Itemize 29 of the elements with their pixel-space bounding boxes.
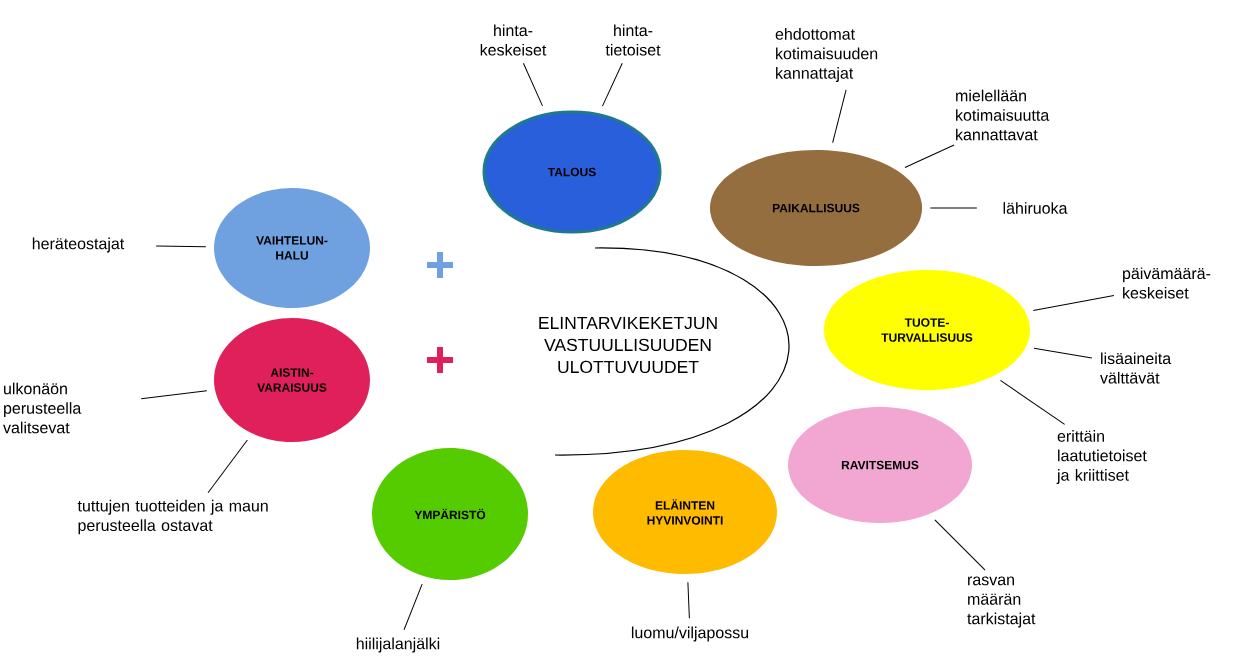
leader-line: [904, 144, 955, 168]
leader-line: [1032, 295, 1115, 311]
group-label: heräteostajat: [32, 237, 125, 253]
group-label: hinta- keskeiset: [480, 24, 547, 56]
leader-line: [522, 62, 543, 107]
leader-line: [207, 439, 248, 494]
leader-line: [934, 519, 986, 571]
leader-line: [155, 245, 207, 248]
group-label: lisäaineita välttävät: [1100, 352, 1172, 384]
group-label: päivämäärä- keskeiset: [1123, 267, 1211, 299]
group-label: hinta- tietoiset: [605, 24, 661, 56]
group-label: tuttujen tuotteiden ja maun perusteella ostavat: [77, 499, 268, 535]
leader-line: [999, 379, 1066, 425]
group-label: ehdottomat kotimaisuuden kannattajat: [775, 28, 878, 82]
group-label: lähiruoka: [1003, 202, 1068, 214]
leader-line: [601, 62, 623, 107]
leader-line: [832, 89, 847, 144]
group-label: luomu/viljapossu: [631, 626, 749, 642]
center-title: ELINTARVIKEKETJUN VASTUULLISUUDEN ULOTTUVUUDET: [539, 316, 717, 374]
group-label: hiilijalanjälki: [356, 637, 440, 653]
group-label: rasvan määrän tarkistajat: [967, 576, 1036, 628]
leader-line: [140, 390, 208, 400]
leader-line: [687, 581, 690, 619]
group-label: mielellään kotimaisuutta kannattavat: [956, 89, 1050, 141]
group-label: ulkonäön perusteella valitsevat: [3, 382, 82, 434]
leader-line: [403, 583, 423, 631]
group-label: erittäin laatutietoiset ja kriittiset: [1056, 430, 1147, 484]
leader-line: [929, 207, 978, 209]
leader-line: [1033, 347, 1093, 359]
